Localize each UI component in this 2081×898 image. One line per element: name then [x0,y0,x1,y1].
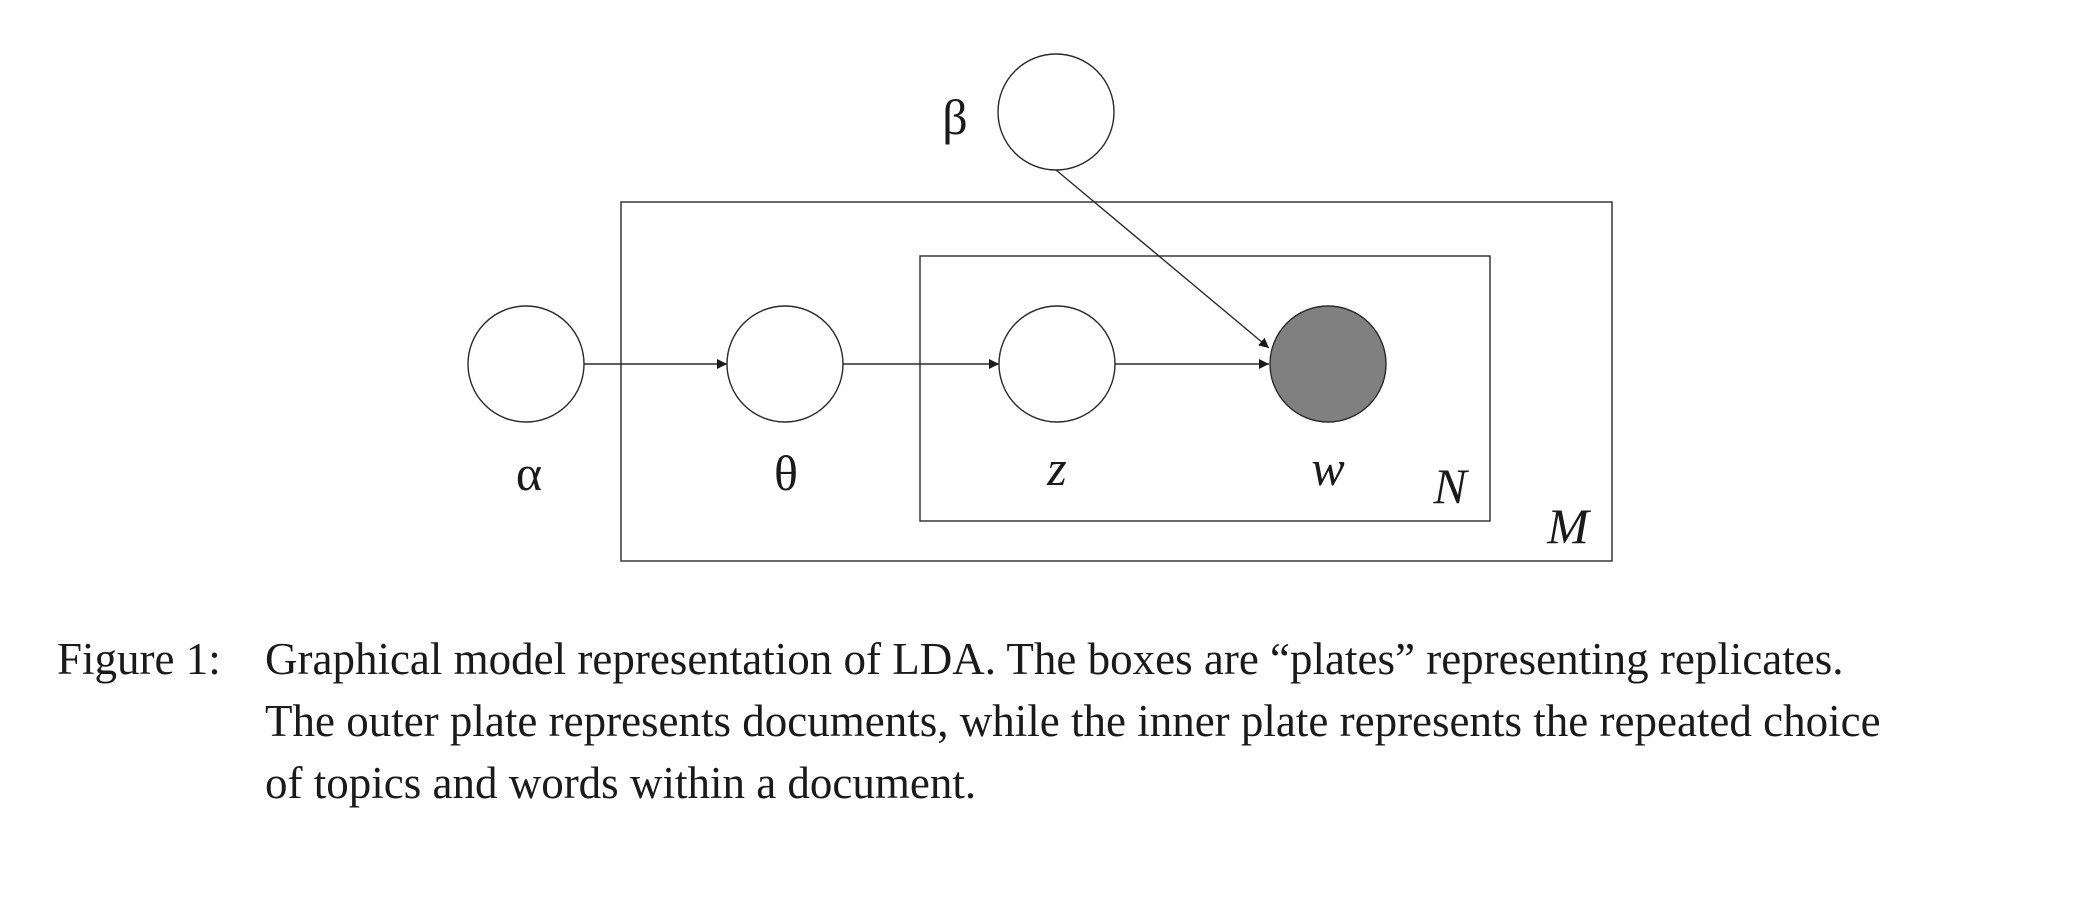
caption-prefix: Figure 1: [57,634,221,684]
caption-line: Graphical model representation of LDA. T… [265,634,1844,684]
label-theta: θ [774,445,798,501]
node-theta [726,305,844,423]
label-beta: β [942,89,967,145]
node-w [1269,305,1387,423]
outer-plate-documents [620,201,1613,562]
node-beta [997,53,1115,171]
lda-plate-diagram: α θ z w β N M [467,53,1613,562]
edge-beta-w [1055,169,1270,349]
label-alpha: α [516,445,542,501]
inner-plate-words [919,255,1491,522]
plate-label-n: N [1432,458,1469,514]
label-z: z [1046,440,1066,496]
caption-line: of topics and words within a document. [265,758,977,808]
label-w: w [1311,440,1344,496]
node-z [998,305,1116,423]
plate-label-m: M [1546,498,1591,554]
node-alpha [467,305,585,423]
caption-line: The outer plate represents documents, wh… [265,696,1881,746]
caption-body: Graphical model representation of LDA. T… [265,628,2031,814]
